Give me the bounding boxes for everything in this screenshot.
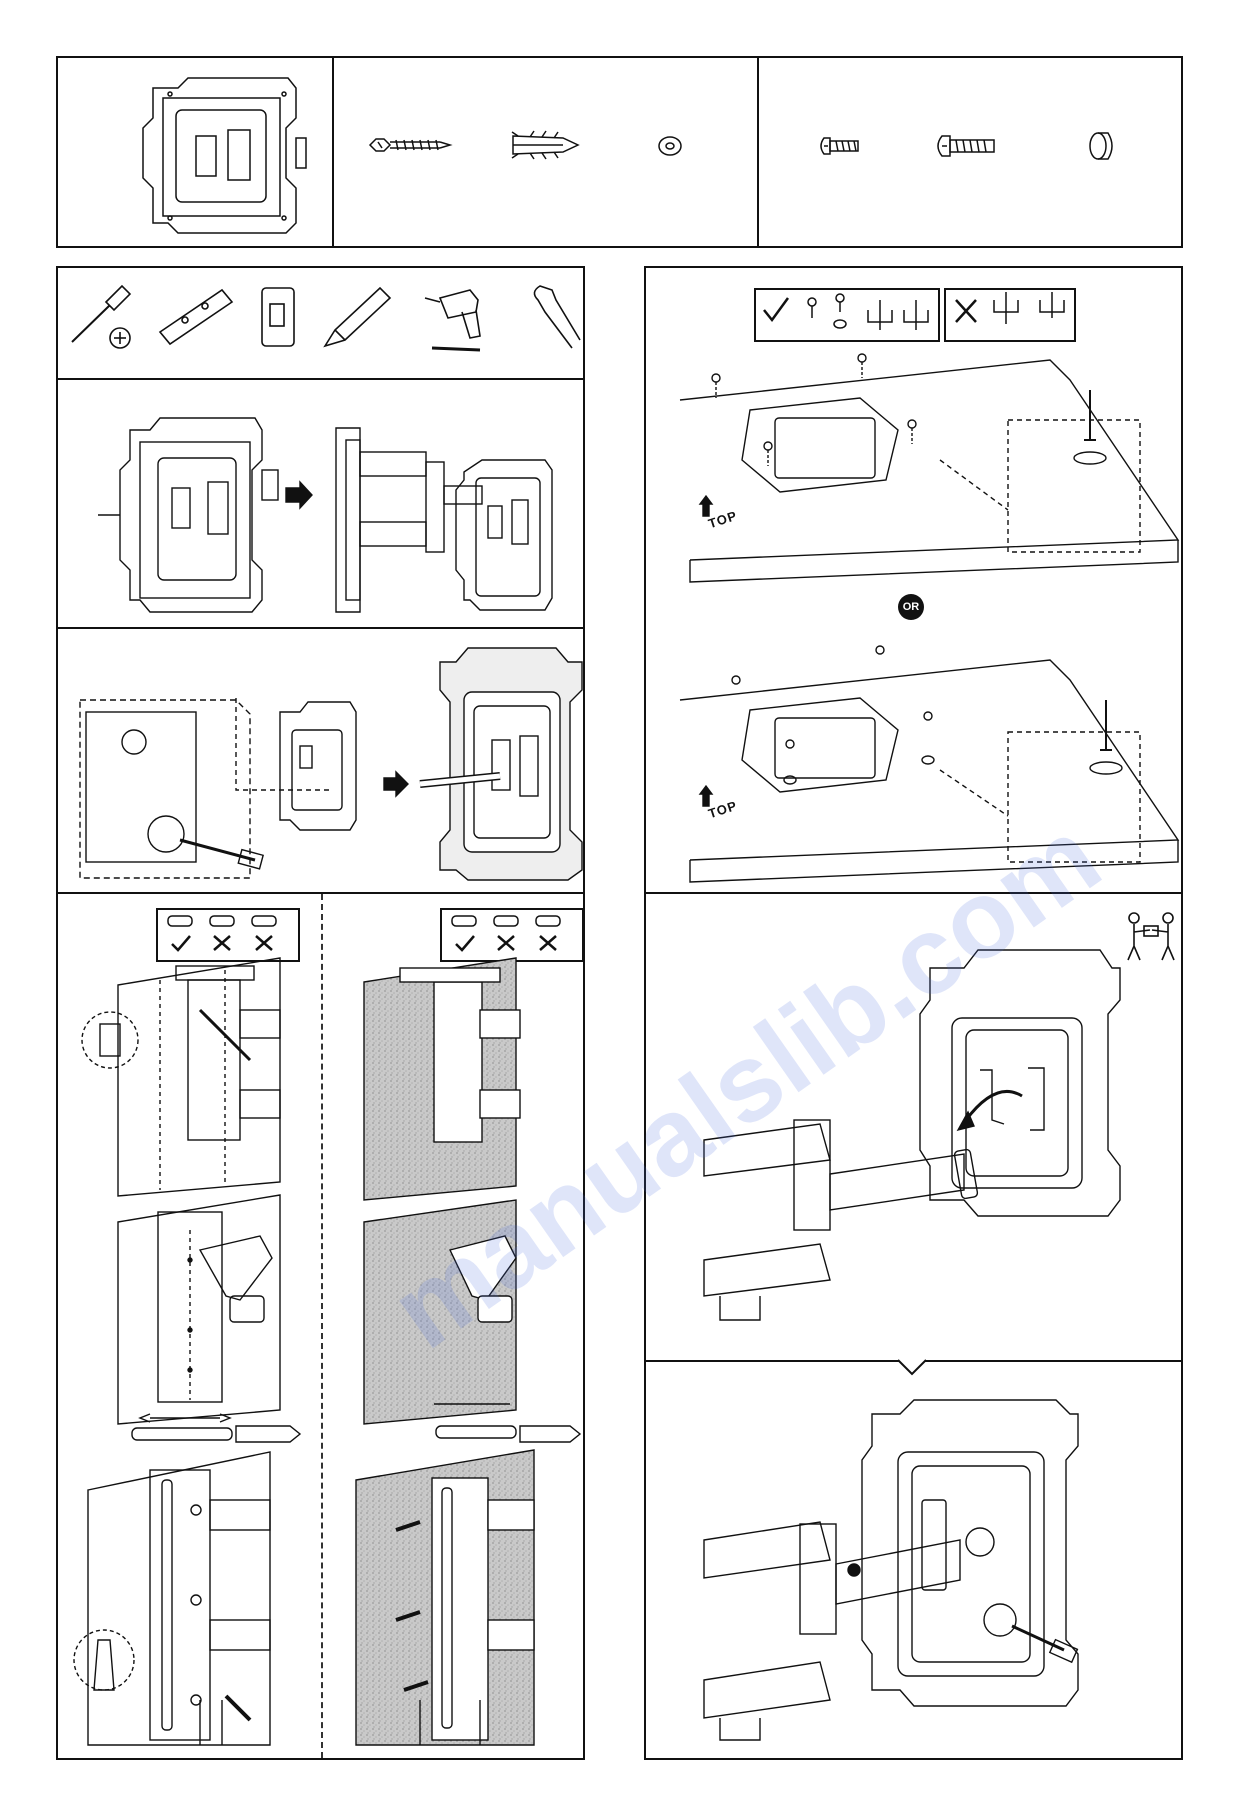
tighten-illustration — [0, 0, 1239, 1813]
